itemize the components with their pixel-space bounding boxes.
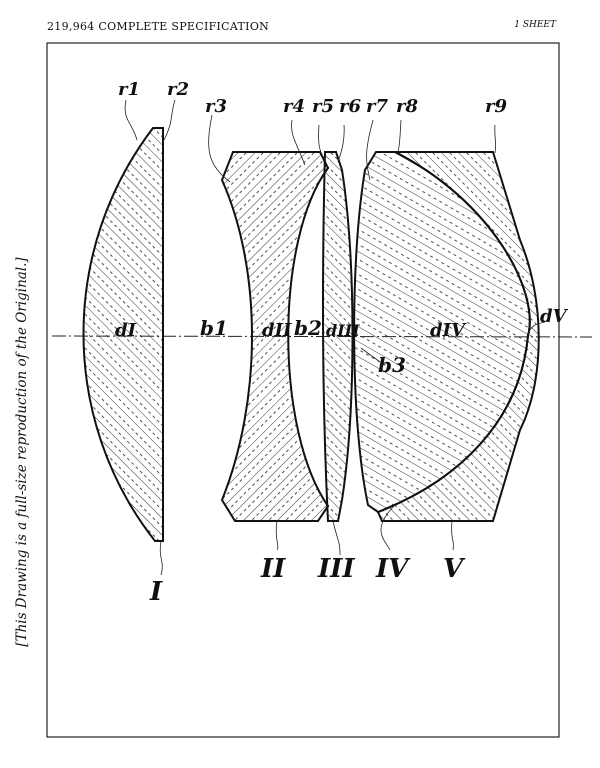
label-r2: r2 [167,79,189,100]
label-dV: dV [540,306,569,327]
label-dII: dII [262,320,292,341]
label-r4: r4 [283,96,305,117]
label-lens-I: I [149,577,163,607]
label-b1: b1 [200,316,228,340]
label-lens-III: III [317,554,355,584]
lens-I [82,127,164,542]
lens-II [220,151,330,522]
label-r5: r5 [312,96,334,117]
label-dIV: dIV [430,320,467,341]
lens-V [376,151,540,522]
leader-lines [124,99,546,576]
patent-header-title: 219,964 COMPLETE SPECIFICATION [47,20,270,33]
label-r7: r7 [366,96,388,117]
label-r1: r1 [118,79,140,100]
lens-III [322,151,354,522]
drawing-frame [46,42,560,738]
sheet-count: 1 SHEET [514,20,556,30]
label-r3: r3 [205,96,227,117]
label-r6: r6 [339,96,361,117]
label-lens-II: II [260,554,286,584]
label-b2: b2 [294,316,322,340]
label-dIII: dIII [326,321,360,340]
label-dI: dI [115,320,137,341]
label-b3: b3 [378,353,406,377]
label-lens-V: V [443,554,466,584]
label-r8: r8 [396,96,418,117]
label-r9: r9 [485,96,507,117]
label-lens-IV: IV [375,554,411,584]
